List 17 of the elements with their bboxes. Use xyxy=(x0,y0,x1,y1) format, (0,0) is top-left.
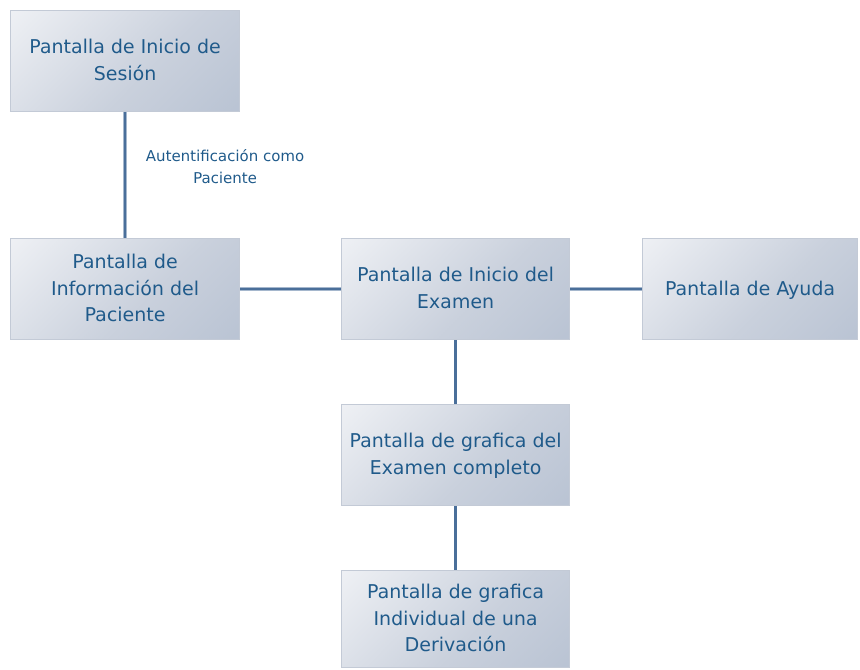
screen-title: Pantalla de Inicio del Examen xyxy=(356,263,555,315)
screen-title: Pantalla de Ayuda xyxy=(664,276,836,302)
screen-title: Pantalla de Inicio de Sesión xyxy=(28,35,222,87)
connector-line xyxy=(124,112,126,238)
screen-box xyxy=(341,238,570,340)
screen-box xyxy=(10,238,240,340)
connector-line xyxy=(454,340,457,404)
connector-line xyxy=(570,288,642,290)
screen-box xyxy=(341,570,570,668)
screen-box xyxy=(10,10,240,112)
screen-title: Pantalla de grafica Individual de una Derivación xyxy=(366,580,545,658)
connector-line xyxy=(240,288,341,290)
connector-line xyxy=(454,506,457,570)
screen-box xyxy=(642,238,858,340)
screen-box xyxy=(341,404,570,506)
screen-title: Pantalla de Información del Paciente xyxy=(50,250,200,328)
screen-title: Pantalla de grafica del Examen completo xyxy=(348,429,563,481)
